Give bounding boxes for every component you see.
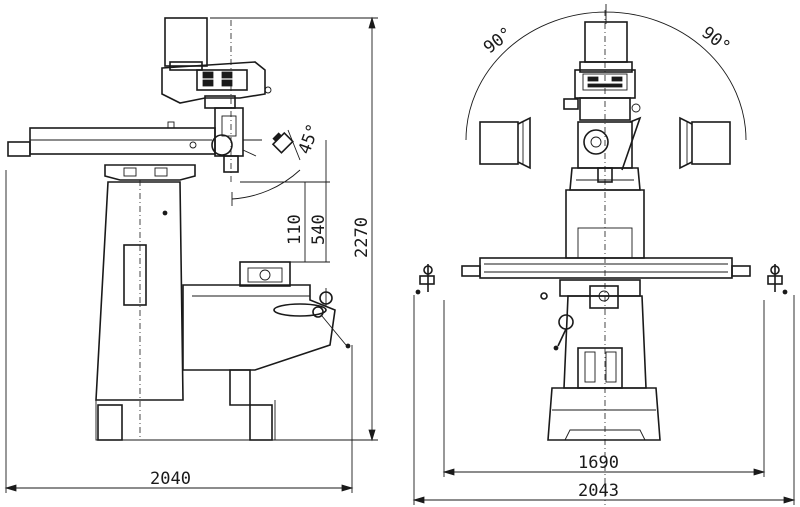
dim-table-gap-min: 110	[285, 214, 305, 245]
dim-turret-left: 90°	[480, 23, 517, 58]
dim-overall-width: 2043	[578, 481, 619, 501]
front-base	[547, 387, 661, 441]
side-view: 45°	[4, 16, 378, 493]
side-table	[239, 261, 291, 287]
swung-head-right	[679, 116, 731, 170]
dim-table-width-span: 1690	[578, 453, 619, 473]
side-turret	[104, 164, 196, 181]
dim-overall-length: 2040	[150, 469, 191, 489]
side-door-panel	[123, 244, 147, 306]
side-quill-housing	[214, 107, 244, 157]
dim-head-tilt: 45°	[295, 121, 324, 157]
side-knee	[182, 284, 336, 371]
front-view: 90° 90°	[412, 4, 796, 505]
front-motor	[584, 21, 628, 63]
side-head	[161, 61, 266, 104]
swung-head-left	[479, 116, 531, 170]
table-crank-right	[731, 264, 788, 295]
dim-turret-right: 90°	[697, 23, 734, 58]
side-tilted-head	[271, 131, 294, 154]
side-elevating-screw	[229, 369, 251, 406]
dim-overall-height: 2270	[352, 217, 372, 258]
table-crank-left	[415, 264, 481, 295]
side-ram	[29, 127, 216, 155]
front-table	[479, 257, 733, 279]
side-motor	[164, 17, 208, 67]
dim-table-gap-max: 540	[309, 214, 329, 245]
side-column	[95, 181, 184, 401]
